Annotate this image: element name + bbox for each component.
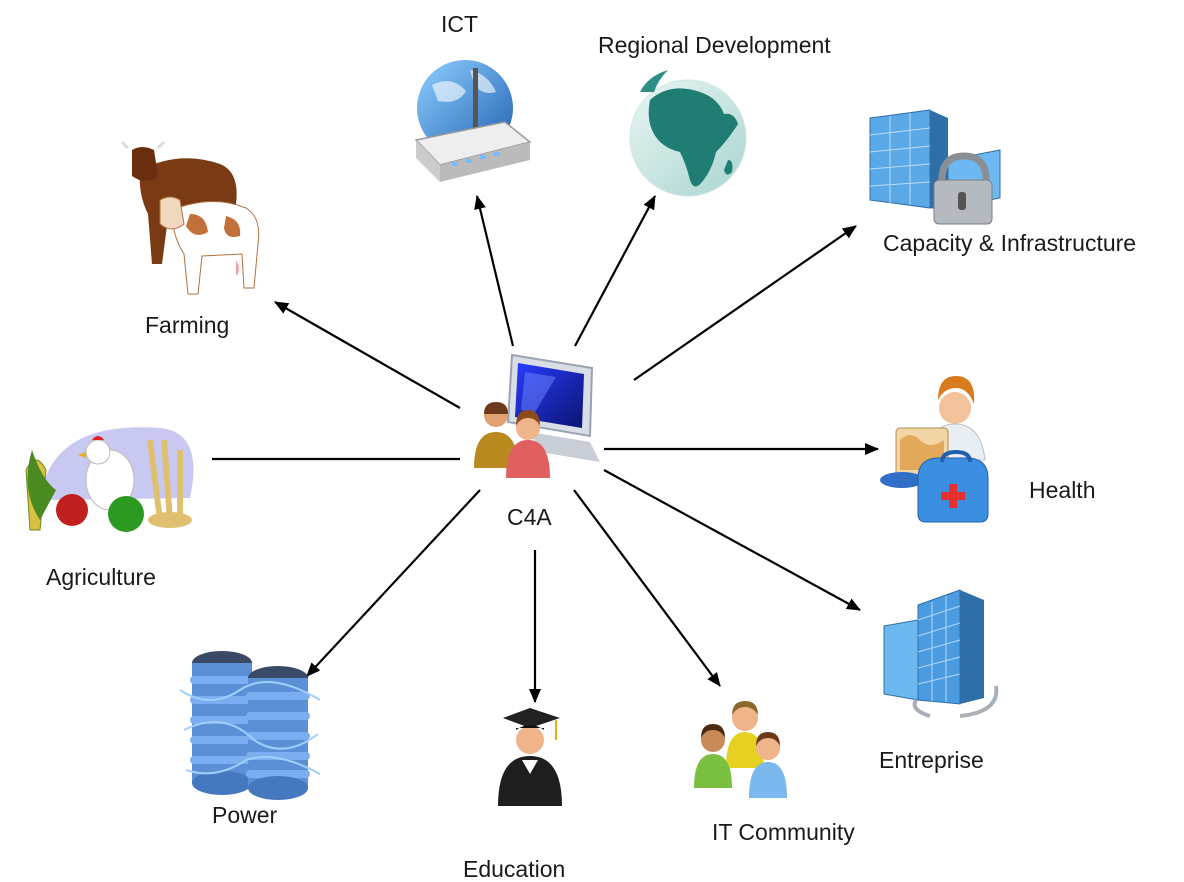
globe-africa-icon xyxy=(629,70,747,197)
node-label-education: Education xyxy=(463,856,565,882)
connector-farming xyxy=(274,301,461,409)
crops-chicken-icon xyxy=(25,427,194,532)
graduate-icon xyxy=(498,708,562,806)
connector-entreprise xyxy=(603,469,861,611)
connectors xyxy=(212,195,879,703)
cows-icon xyxy=(120,140,260,295)
secure-building-icon xyxy=(869,109,1001,225)
center-label: C4A xyxy=(507,504,552,530)
wireless-router-globe-icon xyxy=(414,60,532,182)
node-label-capacity: Capacity & Infrastructure xyxy=(883,230,1136,256)
people-computer-icon xyxy=(474,353,600,478)
connector-power xyxy=(306,489,481,677)
node-label-power: Power xyxy=(212,802,278,828)
node-label-farming: Farming xyxy=(145,312,229,338)
node-label-agriculture: Agriculture xyxy=(46,564,156,590)
office-buildings-icon xyxy=(883,589,999,718)
people-group-icon xyxy=(694,701,787,798)
node-label-itcommunity: IT Community xyxy=(712,819,855,845)
connector-ict xyxy=(474,195,515,347)
connector-regional xyxy=(574,195,656,347)
node-label-entreprise: Entreprise xyxy=(879,747,984,773)
node-label-ict: ICT xyxy=(441,11,478,37)
node-label-regional: Regional Development xyxy=(598,32,831,58)
connector-capacity xyxy=(633,225,857,381)
doctor-medical-kit-icon xyxy=(880,376,989,523)
connector-itcommunity xyxy=(573,489,721,687)
node-label-health: Health xyxy=(1029,477,1095,503)
power-cells-icon xyxy=(179,651,321,800)
